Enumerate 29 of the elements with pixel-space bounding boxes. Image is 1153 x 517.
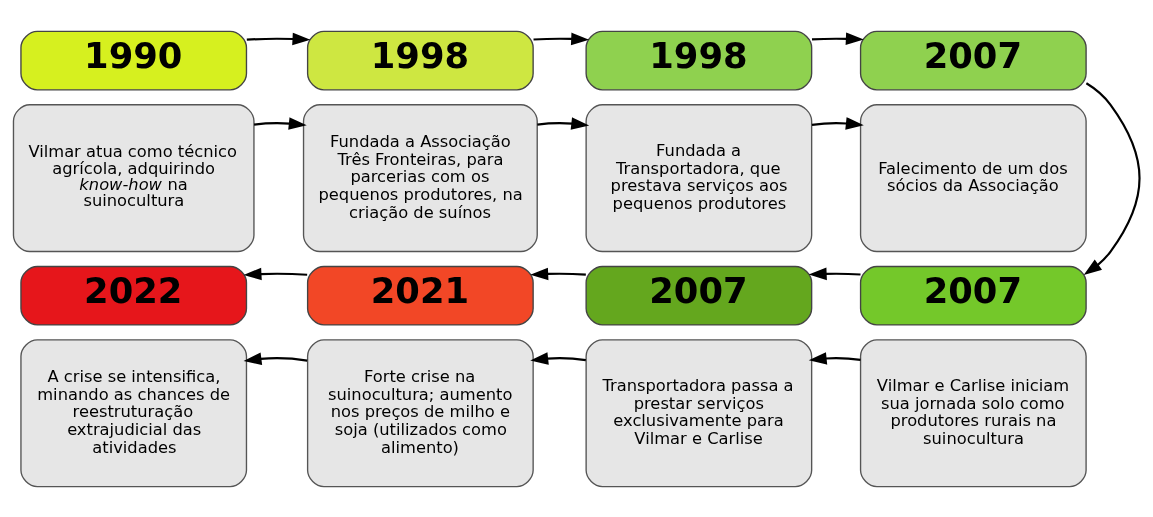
- arrow: [1083, 81, 1141, 275]
- arrow: [246, 32, 311, 45]
- arrow: [530, 267, 586, 280]
- node-box: 2007: [859, 30, 1087, 91]
- arrow: [243, 352, 308, 365]
- node-box: 1998: [306, 30, 534, 91]
- node-box: 1990: [20, 30, 248, 91]
- node-box: Transportadora passa a prestar serviços exclusivamente para Vilmar e Carlise: [585, 338, 813, 487]
- arrow: [811, 32, 864, 45]
- arrow: [533, 32, 590, 45]
- arrow: [811, 116, 864, 130]
- node-box: 1998: [585, 30, 813, 91]
- node-box: 2007: [859, 265, 1087, 326]
- node-box: Forte crise na suinocultura; aumento nos preços de milho e soja (utilizados como alimento): [306, 338, 534, 487]
- arrow: [243, 267, 308, 280]
- node-box: 2021: [306, 265, 534, 326]
- arrow: [530, 351, 586, 365]
- node-box: Vilmar e Carlise iniciam sua jornada solo como produtores rurais na suinocultura: [859, 338, 1087, 487]
- arrow: [808, 267, 861, 280]
- arrow: [808, 351, 861, 365]
- arrow: [253, 116, 307, 130]
- node-box: A crise se intensifica, minando as chances de reestruturação extrajudicial das atividades: [20, 338, 248, 487]
- node-box: Falecimento de um dos sócios da Associação: [859, 103, 1087, 252]
- node-box: Vilmar atua como técnico agrícola, adquirindo know-how na suinocultura: [12, 103, 255, 252]
- node-box: Fundada a Associação Três Fronteiras, para parcerias com os pequenos produtores, na criação de suínos: [302, 103, 538, 252]
- node-box: 2007: [585, 265, 813, 326]
- node-box: 2022: [20, 265, 248, 326]
- arrow: [537, 116, 590, 130]
- node-box: Fundada a Transportadora, que prestava serviços aos pequenos produtores: [585, 103, 813, 252]
